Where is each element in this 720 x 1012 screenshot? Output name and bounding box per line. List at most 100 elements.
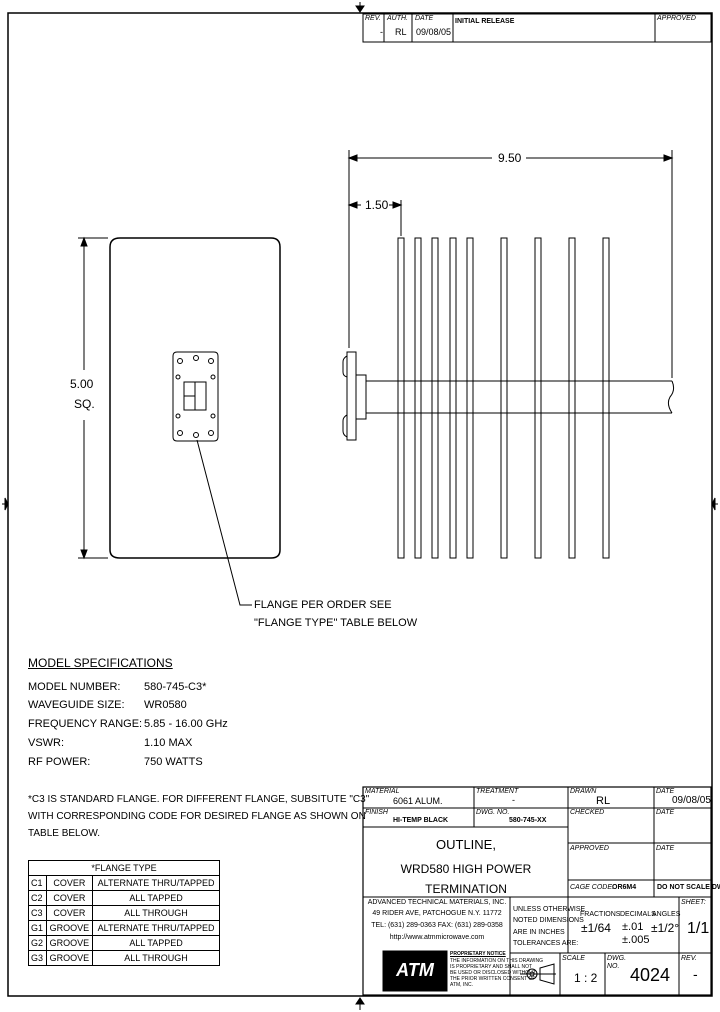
material-value: 6061 ALUM. — [393, 796, 443, 806]
decimals-value-1: ±.01 — [622, 921, 644, 933]
note-line2: WITH CORRESPONDING CODE FOR DESIRED FLAN… — [28, 811, 366, 822]
drawing-title-line2: WRD580 HIGH POWER — [400, 862, 532, 876]
specs-title: MODEL SPECIFICATIONS — [28, 656, 173, 670]
flange-holes: ALTERNATE THRU/TAPPED — [92, 920, 220, 936]
flange-style: COVER — [45, 890, 94, 906]
company-phone: TEL: (631) 289-0363 FAX: (631) 289-0358 — [371, 922, 503, 929]
treatment-value: - — [512, 795, 515, 805]
flange-style: COVER — [45, 875, 94, 891]
auth-header: AUTH. — [387, 15, 408, 22]
cage-code-value: OR6M4 — [612, 884, 637, 891]
angles-label: ANGLES — [652, 911, 681, 918]
checked-label: CHECKED — [570, 809, 605, 816]
tolerance-note: NOTED DIMENSIONS — [513, 917, 584, 924]
sheet-label: SHEET: — [681, 899, 706, 906]
flange-code: C2 — [28, 890, 47, 906]
dwg-part-label: DWG. NO. — [476, 809, 510, 816]
scale-label: SCALE — [562, 955, 585, 962]
sheet-value: 1/1 — [687, 920, 710, 937]
table-row: G3 GROOVE ALL THROUGH — [28, 950, 220, 966]
rev-header: REV. — [365, 15, 381, 22]
flange-style: GROOVE — [45, 920, 94, 936]
cage-code-label: CAGE CODE: — [570, 884, 614, 891]
scale-value: 1 : 2 — [574, 971, 598, 985]
drawing-title-line1: OUTLINE, — [436, 837, 496, 852]
flange-callout-line2: "FLANGE TYPE" TABLE BELOW — [254, 617, 418, 629]
tolerance-note: TOLERANCES ARE: — [513, 940, 579, 947]
flange-code: G2 — [28, 935, 47, 951]
rev-label: REV. — [681, 955, 697, 962]
tolerance-note: UNLESS OTHERWISE — [513, 906, 586, 913]
flange-holes: ALTERNATE THRU/TAPPED — [92, 875, 220, 891]
approved-header: APPROVED — [657, 15, 696, 22]
table-row: C2 COVER ALL TAPPED — [28, 890, 220, 906]
flange-type-table: *FLANGE TYPE C1 COVER ALTERNATE THRU/TAP… — [28, 860, 220, 966]
height-note: SQ. — [74, 397, 95, 411]
proprietary-line: ATM, INC. — [450, 982, 473, 988]
fractions-value: ±1/64 — [581, 921, 611, 935]
spec-label: VSWR: — [28, 737, 65, 749]
flange-offset-dim: 1.50 — [365, 198, 389, 212]
company-website: http://www.atmmicrowave.com — [389, 934, 485, 941]
spec-value: 750 WATTS — [144, 756, 203, 768]
drawn-date-value: 09/08/05 — [672, 795, 711, 806]
flange-holes: ALL THROUGH — [92, 950, 220, 966]
rev-value-bottom: - — [693, 966, 698, 982]
table-row: C1 COVER ALTERNATE THRU/TAPPED — [28, 875, 220, 891]
fractions-label: FRACTIONS — [580, 911, 621, 918]
drawn-date-label: DATE — [656, 788, 675, 795]
proprietary-line: BE USED OR DISCLOSED WITHOUT — [450, 970, 536, 976]
flange-code: C3 — [28, 905, 47, 921]
decimals-value-2: ±.005 — [622, 934, 650, 946]
angles-value: ±1/2° — [651, 921, 680, 935]
finish-label: FINISH — [365, 809, 388, 816]
company-address: 49 RIDER AVE, PATCHOGUE N.Y. 11772 — [372, 910, 502, 917]
spec-label: WAVEGUIDE SIZE: — [28, 699, 125, 711]
flange-style: COVER — [45, 905, 94, 921]
checked-date-label: DATE — [656, 809, 675, 816]
atm-logo: ATM — [396, 960, 434, 980]
company-name: ADVANCED TECHNICAL MATERIALS, INC. — [367, 899, 507, 906]
table-row: C3 COVER ALL THROUGH — [28, 905, 220, 921]
dwg-no-label: DWG. NO. — [607, 955, 627, 970]
note-line3: TABLE BELOW. — [28, 828, 101, 839]
spec-value: 580-745-C3* — [144, 681, 207, 693]
spec-value: 1.10 MAX — [144, 737, 193, 749]
flange-table-title: *FLANGE TYPE — [28, 860, 220, 876]
decimals-label: DECIMALS — [620, 911, 656, 918]
dwg-part-value: 580-745-XX — [509, 817, 547, 824]
flange-code: C1 — [28, 875, 47, 891]
rev-date-value: 09/08/05 — [416, 27, 452, 37]
auth-value: RL — [395, 27, 407, 37]
proprietary-line: IS PROPRIETARY AND SHALL NOT — [450, 964, 533, 970]
no-scale-note: DO NOT SCALE DWG — [657, 884, 720, 891]
proprietary-title: PROPRIETARY NOTICE — [450, 951, 506, 957]
flange-code: G3 — [28, 950, 47, 966]
table-header-row: *FLANGE TYPE — [28, 860, 220, 876]
drawn-value: RL — [596, 795, 611, 807]
drawing-title-line3: TERMINATION — [425, 882, 507, 896]
spec-label: RF POWER: — [28, 756, 91, 768]
proprietary-line: THE INFORMATION ON THIS DRAWING — [450, 958, 543, 964]
flange-style: GROOVE — [45, 935, 94, 951]
height-dim: 5.00 — [70, 377, 94, 391]
table-row: G2 GROOVE ALL TAPPED — [28, 935, 220, 951]
treatment-label: TREATMENT — [476, 788, 519, 795]
rev-value: - — [380, 27, 383, 37]
overall-length-dim: 9.50 — [498, 151, 522, 165]
flange-holes: ALL THROUGH — [92, 905, 220, 921]
flange-holes: ALL TAPPED — [92, 890, 220, 906]
proprietary-line: THE PRIOR WRITTEN CONSENT OF — [450, 976, 536, 982]
approved-label: APPROVED — [570, 845, 609, 852]
spec-value: 5.85 - 16.00 GHz — [144, 718, 228, 730]
drawn-label: DRAWN — [570, 788, 597, 795]
flange-callout-line1: FLANGE PER ORDER SEE — [254, 599, 392, 611]
spec-label: MODEL NUMBER: — [28, 681, 121, 693]
rev-description: INITIAL RELEASE — [455, 18, 515, 25]
date-header: DATE — [415, 15, 434, 22]
spec-label: FREQUENCY RANGE: — [28, 718, 143, 730]
approved-date-label: DATE — [656, 845, 675, 852]
material-label: MATERIAL — [365, 788, 400, 795]
dwg-no-value: 4024 — [630, 965, 671, 985]
